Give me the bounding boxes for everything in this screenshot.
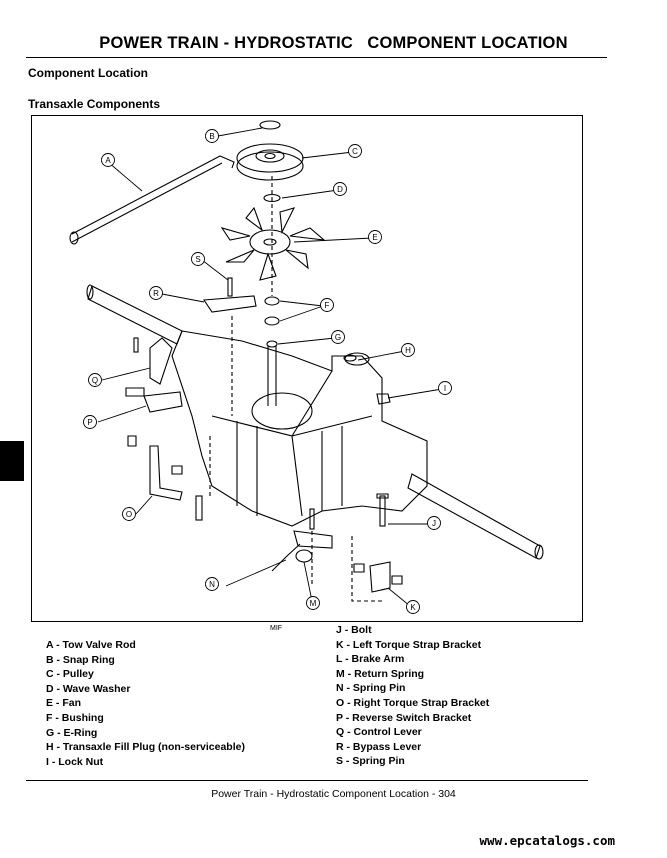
section-heading: Component Location (28, 66, 148, 80)
svg-text:R: R (153, 289, 159, 298)
legend-item: B - Snap Ring (46, 653, 115, 666)
title-rule (26, 57, 607, 58)
legend-item: K - Left Torque Strap Bracket (336, 638, 482, 651)
legend-item: M - Return Spring (336, 667, 425, 680)
legend-item: H - Transaxle Fill Plug (non-serviceable… (46, 741, 245, 754)
left-torque-strap-bracket (369, 561, 391, 593)
legend-item: S - Spring Pin (336, 755, 405, 768)
section-tab (0, 441, 24, 481)
right-axle (407, 473, 541, 559)
snap-ring (259, 120, 281, 130)
transaxle-exploded-view: A B C D E F G H I J K M N O P Q R S (69, 120, 544, 614)
svg-text:P: P (87, 418, 92, 427)
legend-item: C - Pulley (46, 668, 94, 681)
svg-text:K: K (410, 603, 416, 612)
callout-j: J (427, 516, 441, 530)
svg-text:A: A (105, 156, 111, 165)
control-lever (149, 337, 173, 385)
pulley (236, 143, 304, 181)
fan (220, 206, 326, 281)
svg-text:I: I (444, 384, 446, 393)
legend-item: E - Fan (46, 697, 82, 710)
svg-text:E: E (372, 233, 377, 242)
transaxle-housing (171, 330, 428, 527)
bypass-lever (203, 295, 257, 313)
wave-washer (263, 193, 281, 203)
callout-o: O (122, 507, 136, 521)
svg-text:S: S (195, 255, 200, 264)
footer-rule (26, 780, 588, 781)
legend-item: P - Reverse Switch Bracket (336, 711, 472, 724)
legend-right: J - Bolt K - Left Torque Strap Bracket L… (336, 623, 489, 769)
callout-c: C (348, 144, 362, 158)
reverse-switch-bracket (143, 391, 183, 413)
svg-text:H: H (405, 346, 411, 355)
callout-r: R (149, 286, 163, 300)
watermark: www.epcatalogs.com (479, 833, 615, 848)
legend-item: I - Lock Nut (46, 755, 104, 768)
right-torque-strap-bracket (149, 445, 183, 501)
legend-item: O - Right Torque Strap Bracket (336, 696, 490, 709)
svg-text:M: M (310, 599, 317, 608)
legend-item: R - Bypass Lever (336, 740, 422, 753)
callout-h: H (401, 343, 415, 357)
callout-e: E (368, 230, 382, 244)
svg-text:G: G (335, 333, 341, 342)
transaxle-diagram: A B C D E F G H I J K M N O P Q R S (31, 115, 583, 622)
legend-item: Q - Control Lever (336, 726, 422, 739)
page-title: POWER TRAIN - HYDROSTATIC COMPONENT LOCA… (99, 34, 568, 52)
callout-n: N (205, 577, 219, 591)
legend-item: N - Spring Pin (336, 682, 406, 695)
callout-p: P (83, 415, 97, 429)
brake-arm (293, 530, 333, 549)
legend-left: A - Tow Valve Rod B - Snap Ring C - Pull… (46, 638, 245, 769)
callout-a: A (101, 153, 115, 167)
callout-m: M (306, 596, 320, 610)
svg-text:Q: Q (92, 376, 98, 385)
callout-labels: A B C D E F G H I J K M N O P Q R S (83, 129, 452, 614)
callout-d: D (333, 182, 347, 196)
page-footer: Power Train - Hydrostatic Component Loca… (211, 788, 456, 800)
svg-text:N: N (209, 580, 215, 589)
legend-item: L - Brake Arm (336, 653, 405, 666)
callout-g: G (331, 330, 345, 344)
svg-text:D: D (337, 185, 343, 194)
svg-text:B: B (209, 132, 214, 141)
legend-item: J - Bolt (336, 624, 372, 636)
return-spring (295, 549, 313, 563)
svg-text:O: O (126, 510, 132, 519)
callout-f: F (320, 298, 334, 312)
figure-code: MIF (270, 625, 283, 632)
legend-item: G - E-Ring (46, 726, 98, 739)
callout-b: B (205, 129, 219, 143)
legend-item: A - Tow Valve Rod (46, 639, 136, 651)
svg-text:C: C (352, 147, 358, 156)
callout-s: S (191, 252, 205, 266)
svg-text:J: J (432, 519, 436, 528)
callout-i: I (438, 381, 452, 395)
legend-item: F - Bushing (46, 711, 104, 724)
callout-q: Q (88, 373, 102, 387)
callout-k: K (406, 600, 420, 614)
subsection-heading: Transaxle Components (28, 97, 161, 111)
legend-item: D - Wave Washer (46, 682, 131, 695)
svg-text:F: F (325, 301, 330, 310)
tow-valve-rod (71, 155, 235, 235)
